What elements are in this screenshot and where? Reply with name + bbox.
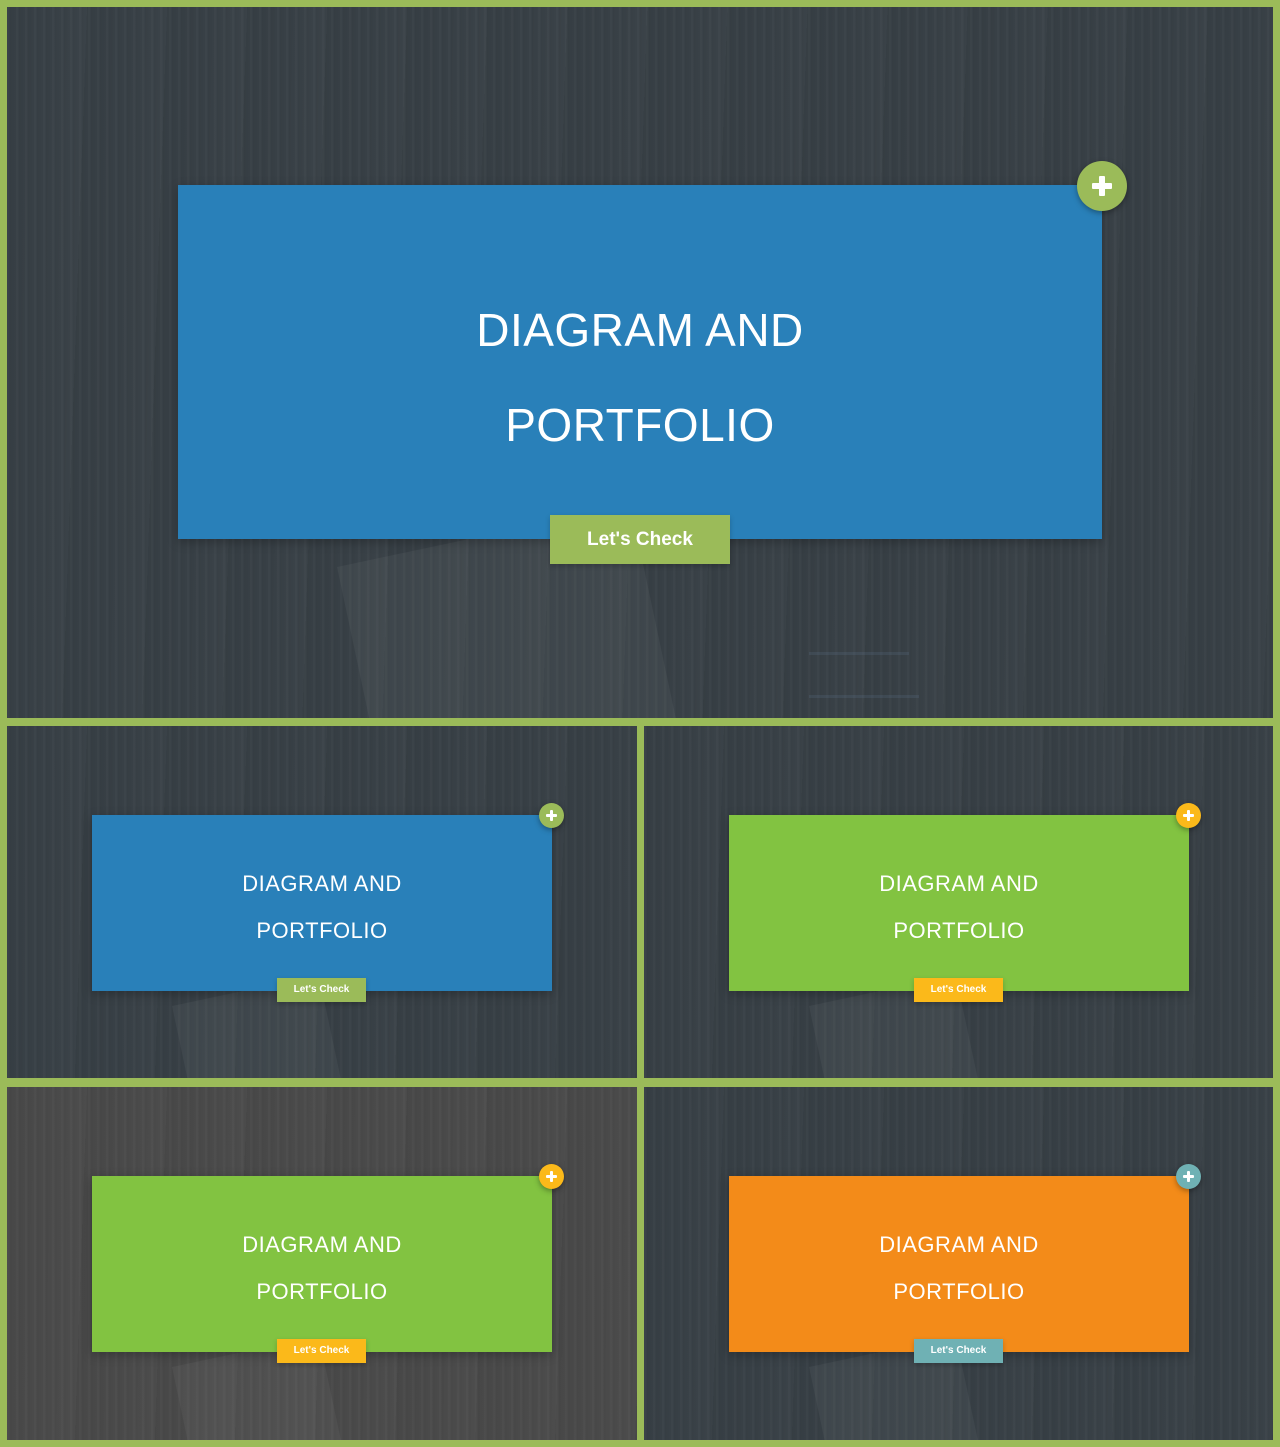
slide-variant-orange: DIAGRAM AND PORTFOLIO Let's Check	[644, 1087, 1273, 1440]
title-card: DIAGRAM AND PORTFOLIO	[92, 1176, 552, 1352]
title-line-1: DIAGRAM AND	[242, 1232, 402, 1257]
title-line-1: DIAGRAM AND	[879, 871, 1039, 896]
title-card: DIAGRAM AND PORTFOLIO	[729, 1176, 1189, 1352]
plus-icon[interactable]	[1176, 1164, 1201, 1189]
title-line-2: PORTFOLIO	[893, 1279, 1025, 1304]
title-line-1: DIAGRAM AND	[476, 304, 804, 356]
plus-bar-vertical	[550, 810, 553, 821]
title-line-1: DIAGRAM AND	[879, 1232, 1039, 1257]
title-line-2: PORTFOLIO	[893, 918, 1025, 943]
plus-bar-vertical	[1099, 176, 1105, 196]
title-card: DIAGRAM AND PORTFOLIO	[729, 815, 1189, 991]
lets-check-button[interactable]: Let's Check	[277, 1339, 366, 1363]
faded-line	[809, 695, 919, 698]
slide-variant-green-dark: DIAGRAM AND PORTFOLIO Let's Check	[7, 1087, 637, 1440]
title-line-2: PORTFOLIO	[505, 399, 775, 451]
plus-icon[interactable]	[539, 1164, 564, 1189]
lets-check-button[interactable]: Let's Check	[550, 515, 730, 564]
lets-check-button[interactable]: Let's Check	[277, 978, 366, 1002]
title-line-2: PORTFOLIO	[256, 1279, 388, 1304]
slide-main: DIAGRAM AND PORTFOLIO Let's Check	[7, 7, 1273, 718]
title-card: DIAGRAM AND PORTFOLIO	[178, 185, 1102, 539]
faded-line	[809, 652, 909, 655]
title-card: DIAGRAM AND PORTFOLIO	[92, 815, 552, 991]
lets-check-button[interactable]: Let's Check	[914, 978, 1003, 1002]
plus-icon[interactable]	[1176, 803, 1201, 828]
plus-bar-vertical	[550, 1171, 553, 1182]
plus-icon[interactable]	[1077, 161, 1127, 211]
plus-icon[interactable]	[539, 803, 564, 828]
plus-bar-vertical	[1187, 810, 1190, 821]
title-line-1: DIAGRAM AND	[242, 871, 402, 896]
slide-variant-green: DIAGRAM AND PORTFOLIO Let's Check	[644, 726, 1273, 1078]
plus-bar-vertical	[1187, 1171, 1190, 1182]
lets-check-button[interactable]: Let's Check	[914, 1339, 1003, 1363]
slide-variant-blue: DIAGRAM AND PORTFOLIO Let's Check	[7, 726, 637, 1078]
title-line-2: PORTFOLIO	[256, 918, 388, 943]
